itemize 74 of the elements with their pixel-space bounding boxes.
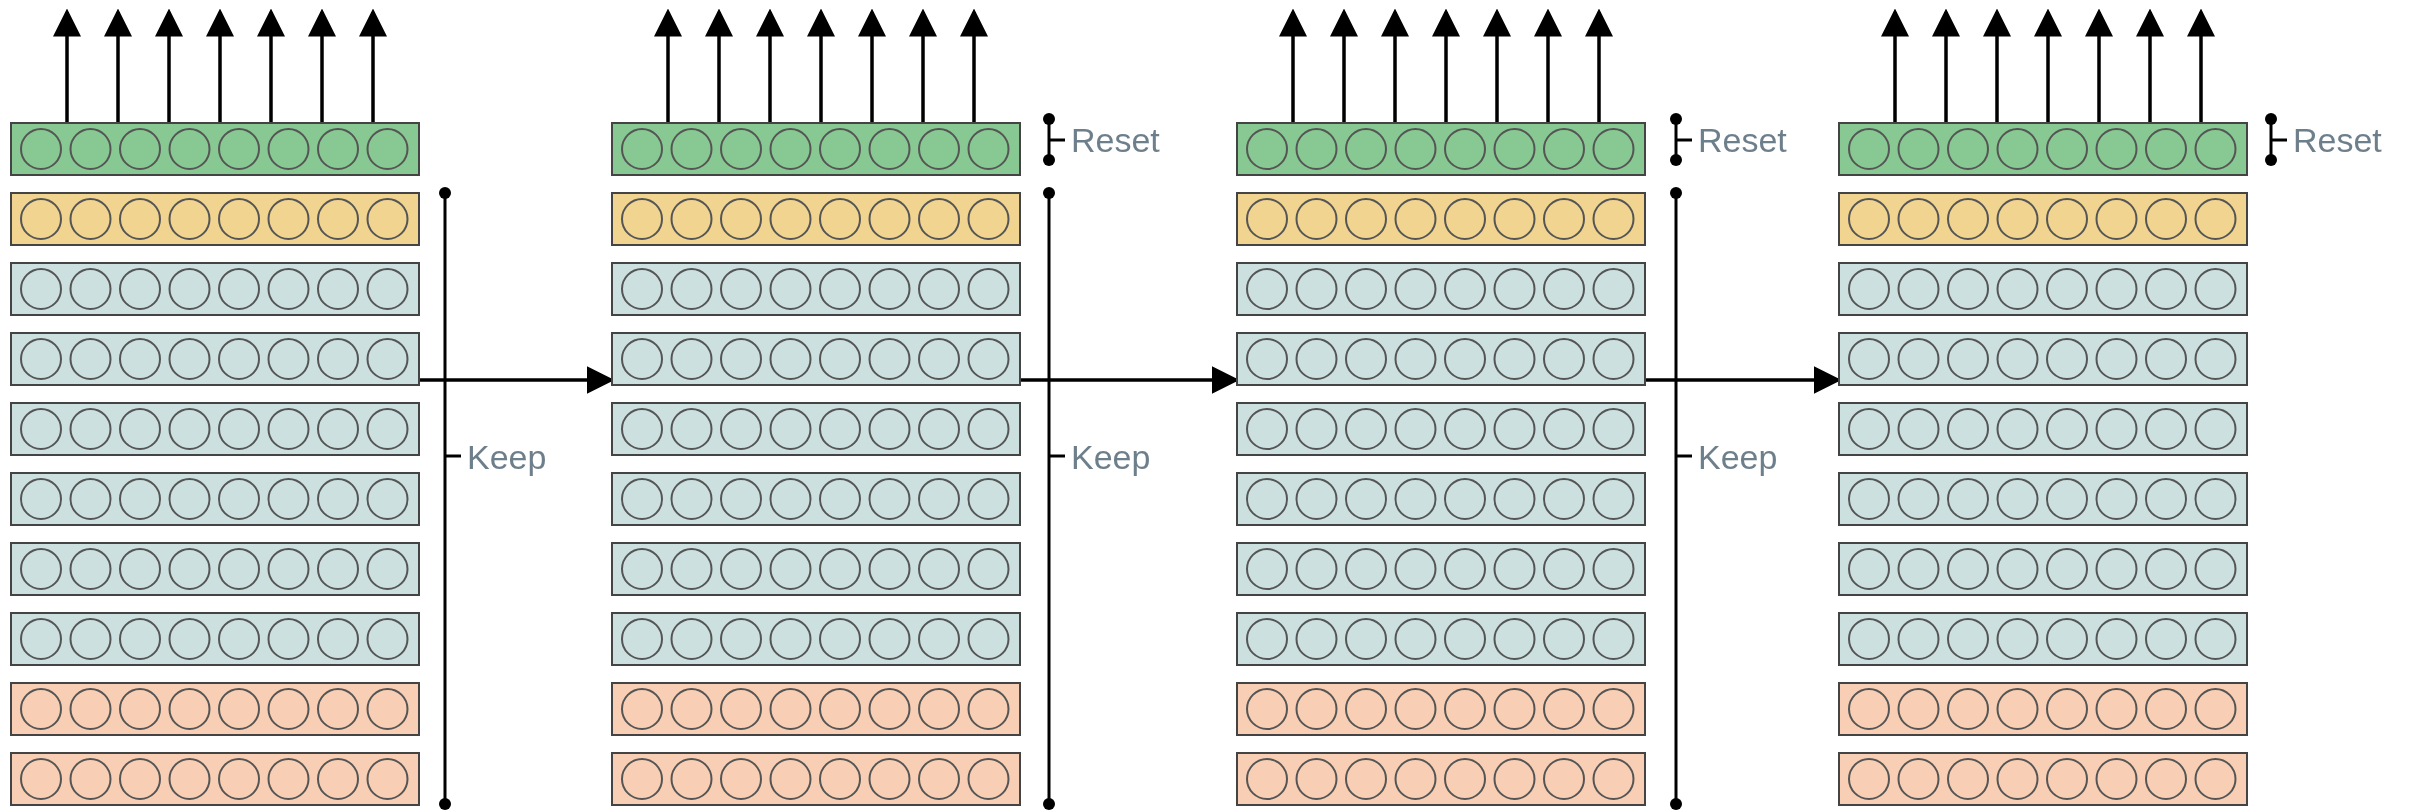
neuron-layer [1838,332,2248,386]
neuron-layer [1838,122,2248,176]
neuron-layer [10,472,420,526]
neuron-layer [611,682,1021,736]
bracket-label: Reset [1698,120,1787,160]
neuron-layer [1838,682,2248,736]
neuron-layer [10,682,420,736]
neuron-layer [611,122,1021,176]
neuron-layer [1236,612,1646,666]
neuron-layer [1838,542,2248,596]
neuron-layer [611,612,1021,666]
arrow [206,8,234,122]
arrow [2034,8,2062,122]
neuron-layer [10,332,420,386]
arrow [1585,8,1613,122]
neuron-layer [611,332,1021,386]
neuron-layer [1838,262,2248,316]
arrow [359,8,387,122]
neuron-layer [611,262,1021,316]
neuron-layer [10,542,420,596]
neuron-layer [611,752,1021,806]
bracket-label: Keep [467,437,547,477]
arrow [104,8,132,122]
neuron-layer [10,612,420,666]
neuron-layer [10,752,420,806]
neuron-layer [10,122,420,176]
neuron-layer [611,192,1021,246]
arrow [2187,8,2215,122]
arrow [1983,8,2011,122]
arrow [257,8,285,122]
bracket-label: Keep [1698,437,1778,477]
arrow [1881,8,1909,122]
bracket-label: Reset [1071,120,1160,160]
neuron-layer [1838,752,2248,806]
bracket-label: Reset [2293,120,2382,160]
arrow [705,8,733,122]
neuron-layer [1236,752,1646,806]
neuron-layer [611,542,1021,596]
neuron-layer [10,262,420,316]
arrow [807,8,835,122]
arrow [1330,8,1358,122]
neuron-layer [611,472,1021,526]
arrow [2136,8,2164,122]
neuron-layer [10,192,420,246]
neuron-layer [1236,122,1646,176]
arrow [858,8,886,122]
arrow [53,8,81,122]
neuron-layer [1236,402,1646,456]
arrow [1483,8,1511,122]
neuron-layer [1838,472,2248,526]
arrow [960,8,988,122]
arrow [155,8,183,122]
neuron-layer [1236,542,1646,596]
neuron-layer [1236,192,1646,246]
arrow [909,8,937,122]
neuron-layer [1236,682,1646,736]
neuron-layer [1236,332,1646,386]
arrow [1432,8,1460,122]
arrow [308,8,336,122]
neuron-layer [1838,612,2248,666]
neuron-layer [10,402,420,456]
arrow [1279,8,1307,122]
neuron-layer [1838,402,2248,456]
neuron-layer [1838,192,2248,246]
arrow [1534,8,1562,122]
neuron-layer [1236,262,1646,316]
arrow [2085,8,2113,122]
arrow [1932,8,1960,122]
neuron-layer [1236,472,1646,526]
bracket-label: Keep [1071,437,1151,477]
neuron-layer [611,402,1021,456]
arrow [654,8,682,122]
arrow [756,8,784,122]
arrow [1381,8,1409,122]
